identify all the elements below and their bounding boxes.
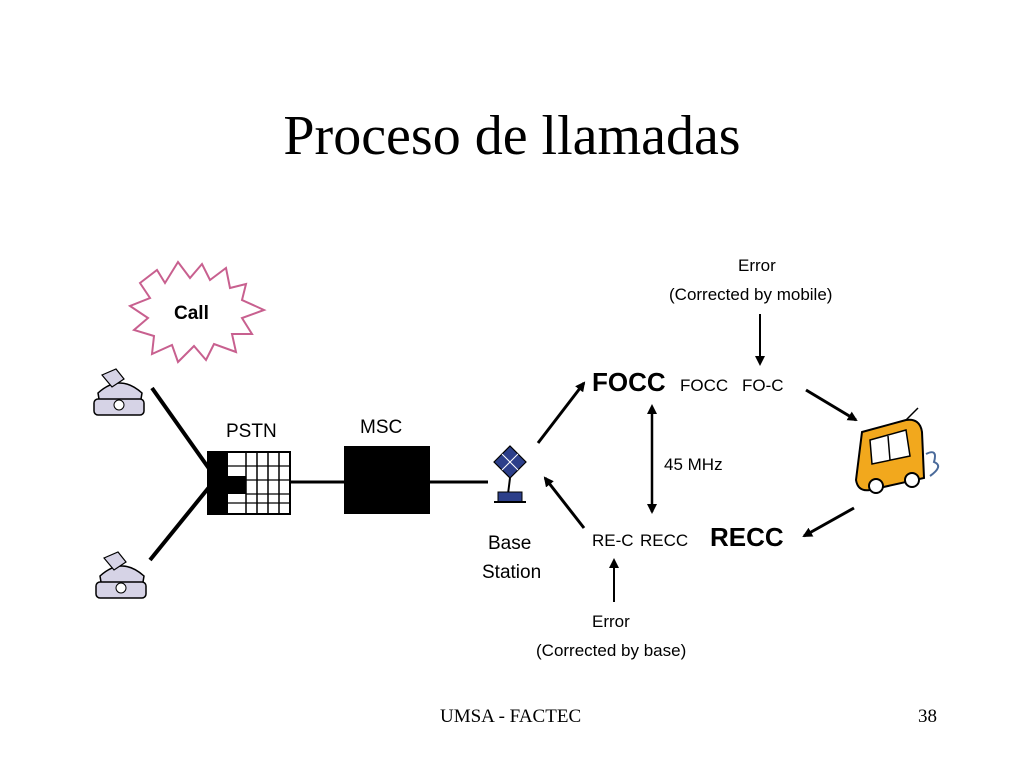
mobile-vehicle-icon [854, 407, 940, 494]
base-station-label-line2: Station [482, 562, 541, 583]
call-burst: Call [127, 260, 267, 364]
error-mobile-note: (Corrected by mobile) [669, 285, 832, 304]
rec-to-base-arrow [543, 476, 586, 529]
focc-label-large: FOCC [592, 367, 666, 397]
frequency-separation-label: 45 MHz [664, 455, 723, 474]
pstn-switch [207, 451, 291, 515]
error-base-note: (Corrected by base) [536, 641, 686, 660]
recc-label-large: RECC [710, 522, 784, 552]
msc-label: MSC [360, 417, 402, 438]
phone-line-bottom [148, 484, 212, 562]
error-base-title: Error [592, 612, 630, 631]
error-mobile-title: Error [738, 256, 776, 275]
focc-label-small: FOCC [680, 376, 728, 395]
call-burst-shape [127, 260, 267, 364]
phone-line-top [150, 386, 212, 472]
satellite-dish-icon [493, 445, 527, 503]
msc-block [344, 446, 430, 514]
fo-c-label: FO-C [742, 376, 784, 395]
re-c-label: RE-C [592, 531, 634, 550]
mobile-to-reverse-arrow [802, 506, 855, 538]
forward-to-mobile-arrow [805, 388, 858, 422]
telephone-icon [95, 551, 147, 599]
footer-text: UMSA - FACTEC [440, 706, 582, 727]
pstn-label: PSTN [226, 421, 277, 442]
recc-label-small: RECC [640, 531, 688, 550]
slide-title: Proceso de llamadas [283, 105, 741, 167]
telephone-icon [93, 368, 145, 416]
base-station-label-line1: Base [488, 533, 531, 554]
base-to-focc-arrow [536, 381, 586, 444]
slide-number: 38 [918, 706, 937, 727]
call-label: Call [174, 303, 209, 324]
